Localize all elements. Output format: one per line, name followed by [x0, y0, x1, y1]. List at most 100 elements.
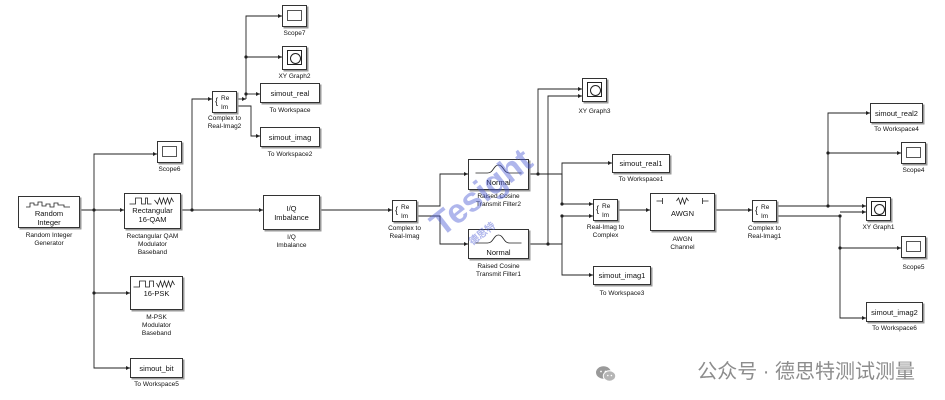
rc1-block[interactable]: Normal	[468, 229, 529, 259]
port-label-re: Re	[602, 203, 611, 210]
arrowhead	[646, 208, 650, 212]
port-label-im: Im	[602, 212, 610, 219]
block-label-c2ri2: Complex to Real-Imag2	[207, 115, 242, 130]
signal-line	[561, 216, 593, 276]
awgn-text: AWGN	[670, 209, 695, 218]
simout-imag1-block[interactable]: simout_imag1	[593, 266, 651, 285]
square-wave-icon	[26, 201, 70, 208]
branch-point	[546, 242, 550, 246]
arrowhead	[388, 208, 392, 212]
xy-graph-disc	[589, 84, 601, 96]
wechat-icon	[596, 366, 617, 382]
simout-bit-block[interactable]: simout_bit	[130, 358, 183, 378]
arrowhead	[748, 208, 752, 212]
block-text: simout_real2	[875, 109, 918, 118]
scope6-block[interactable]	[157, 141, 182, 163]
scope-screen-icon	[162, 146, 177, 157]
arrowhead	[589, 214, 593, 218]
xy1-block[interactable]	[866, 197, 891, 221]
block-label-xy3: XY Graph3	[578, 108, 611, 115]
scope-screen-icon	[906, 147, 921, 158]
xy-graph-icon	[871, 201, 886, 216]
block-text: I/Q Imbalance	[274, 204, 309, 222]
branch-point	[560, 214, 564, 218]
arrowhead	[589, 202, 593, 206]
port-label-im: Im	[761, 213, 769, 220]
brace-icon: {	[596, 204, 600, 214]
block-text: Rectangular 16-QAM	[132, 206, 173, 224]
xy-graph-icon	[287, 50, 302, 65]
block-text: simout_imag1	[598, 271, 646, 280]
awgn-block[interactable]: AWGN	[650, 193, 715, 231]
arrowhead	[578, 94, 582, 98]
arrowhead	[126, 366, 130, 370]
psk-block[interactable]: 16-PSK	[130, 276, 183, 310]
xy-graph-disc	[289, 52, 301, 64]
brace-icon: {	[215, 96, 219, 106]
filter-mode-text: Normal	[486, 178, 511, 187]
port-label-im: Im	[221, 104, 229, 111]
branch-point	[838, 214, 842, 218]
arrowhead	[259, 208, 263, 212]
simout-imag2-block[interactable]: simout_imag2	[866, 302, 923, 322]
block-label-awgn: AWGN Channel	[670, 236, 695, 251]
random-integer-block[interactable]: Random Integer	[18, 196, 80, 228]
arrowhead	[153, 152, 157, 156]
signal-line	[529, 95, 582, 245]
block-label-ri2c: Real-Imag to Complex	[586, 224, 625, 239]
arrowhead	[866, 111, 870, 115]
block-label-simout-imag1: To Workspace3	[599, 290, 645, 297]
branch-point	[838, 246, 842, 250]
signal-line	[529, 88, 582, 175]
arrowhead	[208, 97, 212, 101]
arrowhead	[126, 291, 130, 295]
block-text: 16-PSK	[143, 289, 170, 298]
signal-line	[777, 215, 866, 319]
block-label-rc1: Raised Cosine Transmit Filter1	[476, 263, 521, 278]
scope5-block[interactable]	[901, 236, 926, 258]
simout-real2-block[interactable]: simout_real2	[870, 103, 923, 123]
scope4-block[interactable]	[901, 142, 926, 164]
simout-real1-block[interactable]: simout_real1	[612, 154, 670, 173]
noise-icon	[656, 197, 709, 205]
footer-account-name: 公众号 · 德思特测试测量	[697, 361, 915, 383]
qam-block[interactable]: Rectangular 16-QAM	[124, 193, 181, 229]
arrowhead	[278, 14, 282, 18]
signal-line	[417, 173, 468, 207]
branch-point	[244, 92, 248, 96]
scope7-block[interactable]	[282, 5, 307, 27]
port-label-re: Re	[761, 204, 770, 211]
branch-point	[244, 55, 248, 59]
block-label-simout-imag: To Workspace2	[267, 151, 313, 158]
block-label-simout-real: To Workspace	[269, 107, 311, 114]
filter-response-icon	[475, 164, 522, 174]
xy-graph-disc	[873, 203, 885, 215]
arrowhead	[897, 151, 901, 155]
block-label-xy1: XY Graph1	[862, 224, 895, 231]
square-wave-icon	[133, 279, 175, 289]
block-label-random-integer: Random Integer Generator	[25, 232, 73, 247]
block-label-scope7: Scope7	[283, 30, 306, 37]
scope-screen-icon	[287, 10, 302, 21]
signal-line	[93, 153, 157, 210]
xy3-block[interactable]	[582, 78, 607, 102]
block-label-c2ri: Complex to Real-Imag	[388, 225, 421, 240]
arrowhead	[464, 242, 468, 246]
arrowhead	[464, 172, 468, 176]
simout-imag-block[interactable]: simout_imag	[260, 127, 320, 147]
iq-block[interactable]: I/Q Imbalance	[263, 195, 320, 230]
xy2-block[interactable]	[282, 46, 307, 70]
block-text: simout_real1	[619, 159, 663, 168]
xy-graph-icon	[587, 82, 602, 97]
arrowhead	[897, 246, 901, 250]
rc2-block[interactable]: Normal	[468, 159, 529, 190]
arrowhead	[862, 316, 866, 320]
block-label-simout-real1: To Workspace1	[618, 176, 664, 183]
simout-real-block[interactable]: simout_real	[260, 83, 320, 103]
block-label-xy2: XY Graph2	[278, 73, 311, 80]
